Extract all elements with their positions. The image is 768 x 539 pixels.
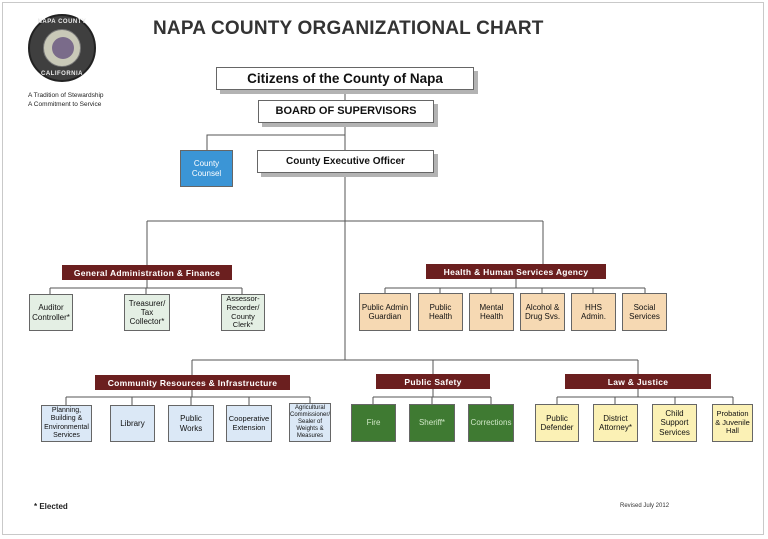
band-general-administration: General Administration & Finance	[62, 265, 232, 280]
tagline-line-1: A Tradition of Stewardship	[28, 92, 104, 99]
unit-auditor-controller: Auditor Controller*	[29, 294, 73, 331]
elected-footnote: * Elected	[34, 502, 68, 511]
unit-cooperative-extension: Cooperative Extension	[226, 405, 272, 442]
band-community-resources: Community Resources & Infrastructure	[95, 375, 290, 390]
unit-hhs-admin: HHS Admin.	[571, 293, 616, 331]
seal-bottom-text: CALIFORNIA	[41, 71, 83, 77]
band-public-safety: Public Safety	[376, 374, 490, 389]
unit-probation-juvenile-hall: Probation & Juvenile Hall	[712, 404, 753, 442]
unit-public-admin-guardian: Public Admin Guardian	[359, 293, 411, 331]
revised-date: Revised July 2012	[620, 503, 670, 509]
unit-district-attorney: District Attorney*	[593, 404, 638, 442]
unit-corrections: Corrections	[468, 404, 514, 442]
unit-public-health: Public Health	[418, 293, 463, 331]
county-executive-officer-box: County Executive Officer	[257, 150, 434, 173]
unit-child-support-services: Child Support Services	[652, 404, 697, 442]
unit-social-services: Social Services	[622, 293, 667, 331]
unit-mental-health: Mental Health	[469, 293, 514, 331]
unit-treasurer-tax-collector: Treasurer/ Tax Collector*	[124, 294, 170, 331]
unit-sheriff: Sheriff*	[409, 404, 455, 442]
county-counsel-box: County Counsel	[180, 150, 233, 187]
unit-public-works: Public Works	[168, 405, 214, 442]
unit-assessor-recorder: Assessor- Recorder/ County Clerk*	[221, 294, 265, 331]
chart-title: NAPA COUNTY ORGANIZATIONAL CHART	[153, 18, 544, 39]
band-health-human-services: Health & Human Services Agency	[426, 264, 606, 279]
board-of-supervisors-box: BOARD OF SUPERVISORS	[258, 100, 434, 123]
unit-public-defender: Public Defender	[535, 404, 579, 442]
citizens-box: Citizens of the County of Napa	[216, 67, 474, 90]
unit-fire: Fire	[351, 404, 396, 442]
unit-alcohol-drug-services: Alcohol & Drug Svs.	[520, 293, 565, 331]
grapes-icon	[52, 37, 74, 59]
unit-agricultural-commissioner: Agricultural Commissioner/ Sealer of Wei…	[289, 403, 331, 442]
county-seal-logo: NAPA COUNTY CALIFORNIA	[28, 14, 96, 82]
band-law-justice: Law & Justice	[565, 374, 711, 389]
tagline-line-2: A Commitment to Service	[28, 101, 102, 108]
seal-emblem	[43, 29, 81, 67]
unit-library: Library	[110, 405, 155, 442]
seal-top-text: NAPA COUNTY	[37, 19, 87, 25]
unit-planning-building: Planning, Building & Environmental Servi…	[41, 405, 92, 442]
